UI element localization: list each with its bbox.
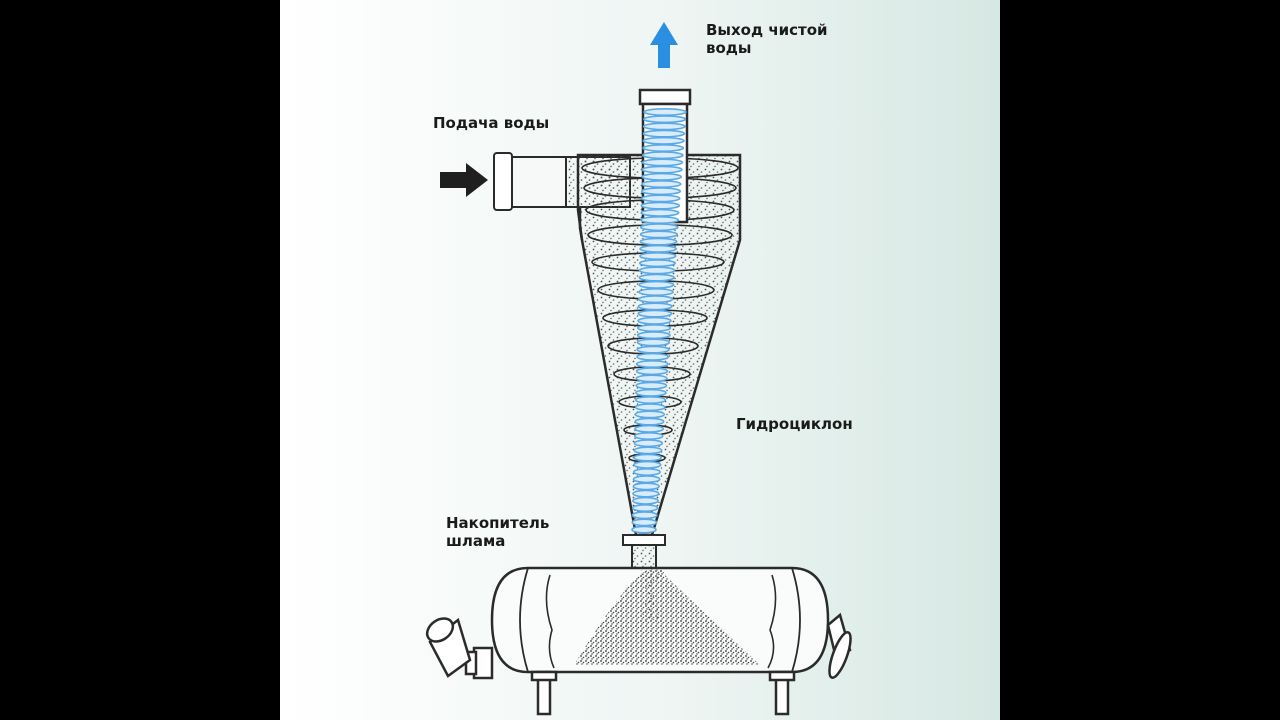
vortex-coil: [634, 417, 665, 426]
vortex-coil: [641, 158, 684, 167]
vortex-coil: [631, 511, 658, 520]
vortex-coil: [631, 503, 659, 512]
outlet-arrow-icon: [650, 22, 678, 68]
apex-nozzle: [622, 534, 666, 569]
sludge-label-line-2: шлама: [446, 532, 506, 550]
sludge-label-line-1: Накопитель: [446, 514, 550, 532]
vortex-coil: [638, 259, 676, 268]
vortex-coil: [633, 446, 663, 455]
vortex-coil: [642, 136, 685, 145]
vortex-coil: [640, 201, 681, 210]
vortex-coil: [636, 331, 671, 340]
vortex-coil: [641, 180, 682, 189]
vortex-coil: [634, 395, 667, 404]
vortex-coil: [640, 216, 680, 225]
vortex-coil: [634, 424, 665, 433]
vortex-coil: [632, 489, 660, 498]
vortex-coil: [637, 309, 673, 318]
vortex-coil: [635, 374, 668, 383]
outlet-label-line-2: воды: [706, 39, 752, 57]
vortex-coil: [640, 208, 680, 217]
hydrocyclone-label: Гидроциклон: [736, 415, 853, 433]
vortex-coil: [632, 467, 661, 476]
vortex-coil: [636, 352, 670, 361]
vortex-coil: [642, 122, 686, 131]
vortex-coil: [637, 302, 673, 311]
vortex-coil: [635, 388, 667, 397]
diagram-panel: Выход чистой воды Подача воды Гидроцикло…: [280, 0, 1000, 720]
vortex-coil: [640, 194, 681, 203]
vortex-coil: [638, 280, 675, 289]
vortex-coil: [636, 338, 671, 347]
hydrocyclone-diagram: [425, 22, 852, 716]
vortex-coil: [633, 431, 664, 440]
sludge-tank: [425, 566, 852, 716]
inlet-label: Подача воды: [433, 114, 550, 132]
vortex-coil: [643, 108, 687, 117]
vortex-coil: [636, 345, 670, 354]
vortex-coil: [641, 165, 683, 174]
outlet-label-line-1: Выход чистой: [706, 21, 828, 39]
vortex-coil: [639, 230, 679, 239]
vortex-coil: [632, 475, 661, 484]
vortex-coil: [638, 266, 676, 275]
vortex-coil: [637, 295, 674, 304]
vortex-coil: [638, 287, 674, 296]
vortex-coil: [631, 518, 658, 527]
vortex-coil: [635, 359, 669, 368]
vortex-coil: [639, 244, 678, 253]
clean-water-vortex: [631, 108, 687, 534]
vortex-coil: [643, 115, 687, 124]
vortex-coil: [633, 453, 663, 462]
vortex-coil: [632, 496, 659, 505]
vortex-coil: [634, 410, 666, 419]
vortex-coil: [634, 403, 666, 412]
vortex-coil: [638, 273, 675, 282]
inlet-arrow-icon: [440, 163, 488, 197]
vortex-coil: [642, 144, 685, 153]
vortex-coil: [639, 223, 679, 232]
vortex-coil: [637, 316, 672, 325]
vortex-coil: [640, 187, 682, 196]
vortex-coil: [637, 323, 672, 332]
vortex-coil: [641, 172, 683, 181]
vortex-coil: [639, 252, 677, 261]
vortex-coil: [631, 525, 657, 534]
vortex-coil: [635, 381, 668, 390]
vortex-coil: [642, 129, 686, 138]
vortex-coil: [632, 482, 660, 491]
vortex-coil: [641, 151, 684, 160]
vortex-coil: [639, 237, 678, 246]
vortex-coil: [635, 367, 669, 376]
vortex-coil: [633, 439, 664, 448]
vortex-coil: [633, 460, 662, 469]
